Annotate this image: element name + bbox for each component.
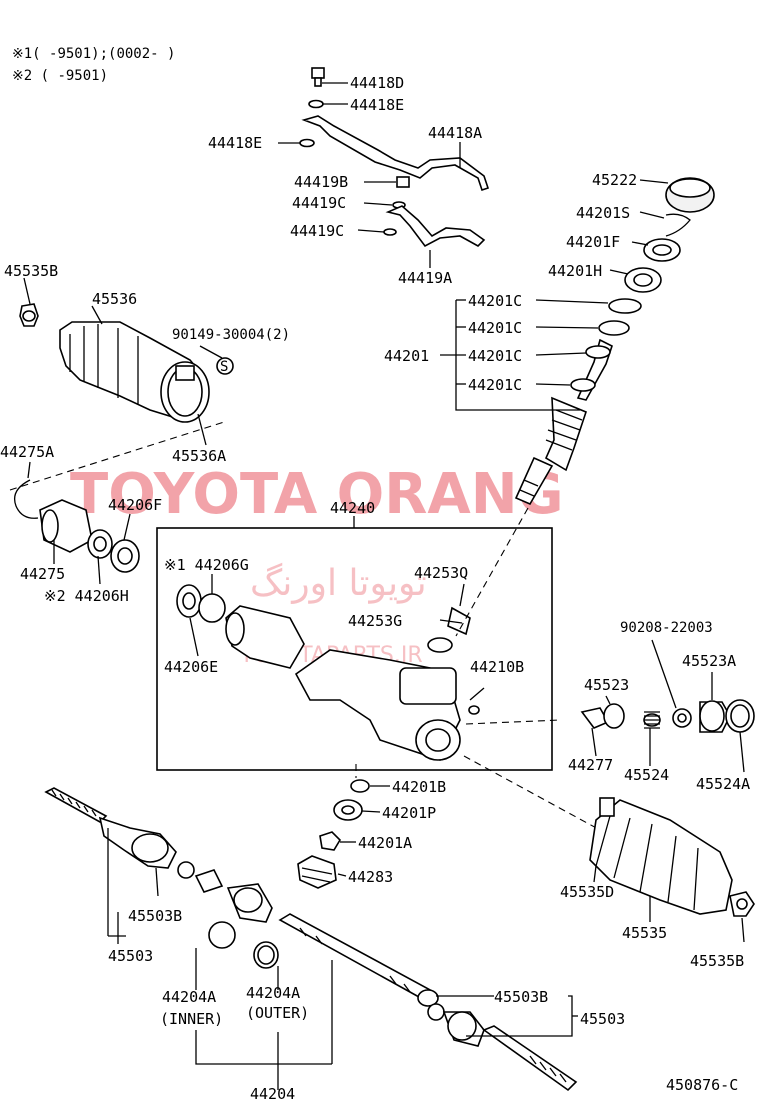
note-2: ※2 ( -9501) (12, 68, 108, 84)
label-44204: 44204 (250, 1085, 295, 1103)
label-45535: 45535 (622, 924, 667, 942)
label-45536A: 45536A (172, 447, 226, 465)
lower-center-parts (297, 779, 390, 889)
label-44201C-3: 44201C (468, 347, 522, 365)
label-44201A: 44201A (358, 834, 412, 852)
label-44210B: 44210B (470, 658, 524, 676)
label-45503-a: 45503 (108, 947, 153, 965)
label-44201S: 44201S (576, 204, 630, 222)
label-44201P: 44201P (382, 804, 436, 822)
label-44201F: 44201F (566, 233, 620, 251)
left-boot-group: S (9, 277, 234, 491)
figure-code: 450876-C (666, 1076, 738, 1094)
label-44206E: 44206E (164, 658, 218, 676)
label-44253Q: 44253Q (414, 564, 468, 582)
label-44204A-outer-sub: (OUTER) (246, 1004, 309, 1022)
label-44418E-a: 44418E (350, 96, 404, 114)
label-44419C-a: 44419C (292, 194, 346, 212)
label-45535D: 45535D (560, 883, 614, 901)
label-90149: 90149-30004(2) (172, 327, 290, 343)
label-44419B: 44419B (294, 173, 348, 191)
s-mark-text: S (220, 359, 228, 375)
label-44201: 44201 (384, 347, 429, 365)
label-45535B-b: 45535B (690, 952, 744, 970)
watermark-main: TOYOTA ORANG (70, 462, 564, 527)
label-44204A-inner-sub: (INNER) (160, 1010, 223, 1028)
label-44204A-outer: 44204A (246, 984, 300, 1002)
label-44240: 44240 (330, 499, 375, 517)
label-45535B-a: 45535B (4, 262, 58, 280)
label-44206H: ※2 44206H (44, 587, 129, 605)
label-45523: 45523 (584, 676, 629, 694)
label-45524: 45524 (624, 766, 669, 784)
right-valve-group (580, 639, 755, 773)
label-44201B: 44201B (392, 778, 446, 796)
watermark-arabic: تویوتا اورنگ (250, 562, 427, 604)
label-45524A: 45524A (696, 775, 750, 793)
label-44277: 44277 (568, 756, 613, 774)
label-44201H: 44201H (548, 262, 602, 280)
label-45222: 45222 (592, 171, 637, 189)
label-44206F: 44206F (108, 496, 162, 514)
label-44419A: 44419A (398, 269, 452, 287)
part-labels: 44418D 44418E 44418E 44418A 44419B 44419… (0, 74, 750, 1103)
rack-and-tie-rods (44, 787, 578, 1092)
label-44418A: 44418A (428, 124, 482, 142)
label-44283: 44283 (348, 868, 393, 886)
label-44275A: 44275A (0, 443, 54, 461)
label-45503-b: 45503 (580, 1010, 625, 1028)
label-44201C-1: 44201C (468, 292, 522, 310)
left-seal-group (13, 461, 140, 585)
label-90208: 90208-22003 (620, 620, 713, 636)
label-44201C-2: 44201C (468, 319, 522, 337)
label-45536: 45536 (92, 290, 137, 308)
label-44253G: 44253G (348, 612, 402, 630)
label-44418D: 44418D (350, 74, 404, 92)
label-45523A: 45523A (682, 652, 736, 670)
housing-assembly (176, 507, 601, 831)
label-44204A-inner: 44204A (162, 988, 216, 1006)
label-44418E-b: 44418E (208, 134, 262, 152)
label-45503B-a: 45503B (128, 907, 182, 925)
pressure-tube-assembly (278, 67, 490, 268)
label-44419C-b: 44419C (290, 222, 344, 240)
label-44201C-4: 44201C (468, 376, 522, 394)
right-boot-group (589, 797, 755, 943)
housing-box (156, 527, 553, 771)
label-45503B-b: 45503B (494, 988, 548, 1006)
note-1: ※1( -9501);(0002- ) (12, 46, 175, 62)
label-44275: 44275 (20, 565, 65, 583)
pinion-assembly (440, 177, 715, 506)
label-44206G: ※1 44206G (164, 556, 249, 574)
